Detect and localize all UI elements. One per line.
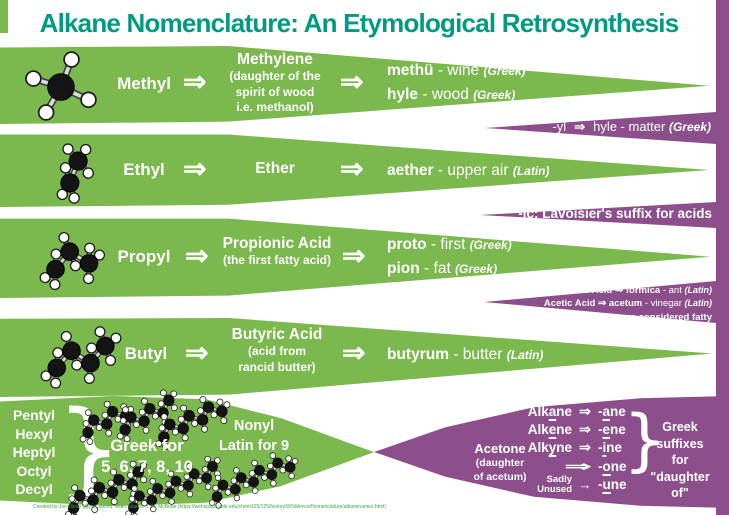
double-arrow-icon: ⇒ <box>574 119 586 134</box>
acid-line: Acetic Acid ⇒ acetum - vinegar (Latin) <box>543 298 712 310</box>
concept-title: Methylene <box>237 51 313 68</box>
etymology-propyl: proto - first (Greek) pion - fat (Greek) <box>387 233 512 281</box>
methane-molecule <box>25 51 97 121</box>
double-arrow-icon: ⇒ <box>340 66 364 97</box>
row-label-methyl: Methyl <box>117 74 171 93</box>
suffix-row-alkane: Alkane ⇒ -ane <box>527 402 626 419</box>
concept-sub: i.e. methanol) <box>236 100 314 114</box>
etymology-line: aether - upper air (Latin) <box>387 162 550 179</box>
greek-suffixes-caption: Greek suffixes for "daughter of" <box>650 420 710 500</box>
double-arrow-icon: ⇒ <box>579 439 591 456</box>
double-arrow-icon: ⇒ <box>597 298 607 310</box>
decane-molecule <box>125 455 221 515</box>
suffix-table: Alkane ⇒ -ane Alkene ⇒ -ene Alkyne ⇒ -in… <box>506 402 650 494</box>
suffix-row-alkyne: Alkyne ⇒ -ine <box>527 439 623 456</box>
double-arrow-icon: ⇒ <box>183 66 207 97</box>
etymology-ethyl: aether - upper air (Latin) <box>387 159 549 183</box>
concept-sub: (acid from <box>247 344 306 358</box>
double-arrow-icon: ⇒ <box>342 240 366 271</box>
double-arrow-icon: ⇒ <box>185 337 209 368</box>
etymology-methyl: methü - wine (Greek) hyle - wood (Greek) <box>387 59 526 107</box>
etymology-butyl: butyrum - butter (Latin) <box>387 343 543 367</box>
suffix-row-one: ⇒ -one <box>506 457 650 475</box>
propane-molecule <box>39 232 106 291</box>
concept-sub: rancid butter) <box>238 359 316 374</box>
top-left-accent-bar <box>0 0 8 33</box>
concept-sub: spirit of wood <box>235 84 315 99</box>
double-arrow-icon: ⇒ <box>183 153 207 184</box>
double-arrow-icon: ⇒ <box>579 402 591 419</box>
double-arrow-icon: ⇒ <box>579 421 591 438</box>
etymology-line: pion - fat (Greek) <box>387 260 498 277</box>
alkyl-name: Octyl <box>16 462 52 479</box>
acids-note: Formic Acid ⇒ formica - ant (Latin) Acet… <box>494 284 712 324</box>
concept-propionic: Propionic Acid (the first fatty acid) <box>215 235 339 269</box>
butane-molecule <box>40 326 122 389</box>
concept-title: Butyric Acid <box>231 326 323 343</box>
double-arrow-icon: ⇒ <box>185 240 209 271</box>
alkyl-name: Hexyl <box>15 425 53 442</box>
acetone-note: Acetone (daughter of acetum) <box>473 441 527 483</box>
nonyl-label: Nonyl <box>233 418 275 434</box>
concept-ether: Ether <box>213 160 337 178</box>
concept-methylene: Methylene (daughter of the spirit of woo… <box>213 51 337 116</box>
row-label-butyl: Butyl <box>124 344 168 363</box>
alkyl-name: Heptyl <box>12 444 56 461</box>
ethane-molecule <box>56 143 94 204</box>
heptane-molecule <box>155 396 231 450</box>
concept-title: Ether <box>255 160 295 177</box>
greek-numbers-label: 5, 6, 7, 8, 10 <box>101 458 193 476</box>
etymology-line: butyrum - butter (Latin) <box>387 346 544 363</box>
page-title: Alkane Nomenclature: An Etymological Ret… <box>39 8 680 38</box>
alkyl-name: Pentyl <box>12 407 55 423</box>
short-arrow-icon: → <box>578 477 592 493</box>
nonane-molecule <box>209 452 299 509</box>
suffix-row-alkene: Alkene ⇒ -ene <box>527 421 626 438</box>
greek-for-label: Greek for <box>110 437 184 455</box>
alkyl-name: Decyl <box>15 481 53 498</box>
etymology-line: methü - wine (Greek) <box>387 62 526 79</box>
acid-line: Neither are considered fatty <box>586 311 712 323</box>
etymology-line: proto - first (Greek) <box>387 236 512 253</box>
row-label-propyl: Propyl <box>117 247 171 266</box>
double-arrow-icon: ⇒ <box>340 153 364 184</box>
double-arrow-icon: ⇒ <box>342 337 366 368</box>
curly-brace: } <box>623 401 667 480</box>
row-label-ethyl: Ethyl <box>123 160 165 179</box>
concept-title: Propionic Acid <box>222 235 332 252</box>
concept-sub: (the first fatty acid) <box>222 253 331 267</box>
acid-line: Formic Acid ⇒ formica - ant (Latin) <box>557 285 712 296</box>
etymology-line: hyle - wood (Greek) <box>387 86 516 103</box>
concept-butyric: Butyric Acid (acid from rancid butter) <box>215 326 339 375</box>
higher-alkyl-names: Pentyl Hexyl Heptyl Octyl Decyl <box>6 406 62 499</box>
right-edge-bar <box>716 0 729 515</box>
long-double-arrow-icon: ⇒ <box>564 457 592 474</box>
concept-sub: (daughter of the <box>229 69 321 83</box>
yl-suffix-note: -yl⇒hyle - matter (Greek) <box>552 119 711 134</box>
credit-line: Created by Joe Dixon (@joe_dixon). Main … <box>33 504 386 510</box>
double-arrow-icon: ⇒ <box>614 285 624 296</box>
ic-suffix-note: -ic: Lavoisier's suffix for acids <box>518 206 712 221</box>
nonyl-latin-label: Latin for 9 <box>218 438 290 454</box>
